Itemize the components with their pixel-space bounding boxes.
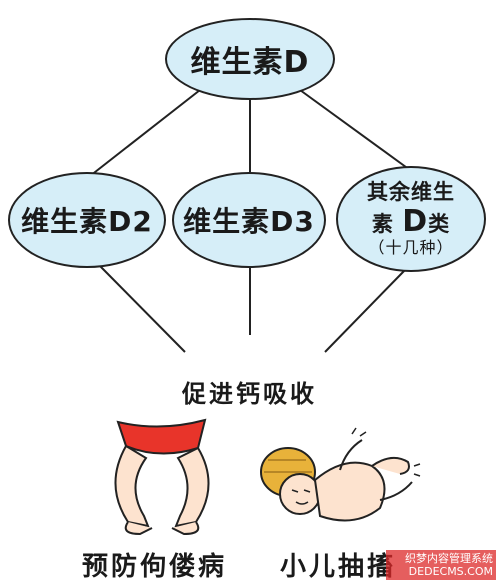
infant-seizure-caption: 小儿抽搐 [280, 552, 397, 582]
node-other-line2: 素 D类 [371, 203, 451, 239]
calcium-absorption-label: 促进钙吸收 [182, 380, 317, 408]
connector-root-other [299, 89, 411, 171]
node-other-line1: 其余维生 [367, 180, 455, 205]
baby-seizure-illustration [260, 427, 421, 522]
node-vitamin-d3-label: 维生素D3 [183, 205, 315, 238]
node-vitamin-d3: 维生素D3 [172, 172, 326, 268]
left-leg [114, 444, 150, 528]
rickets-prevention-caption: 预防佝偻病 [82, 552, 228, 582]
watermark-line1: 织梦内容管理系统 [405, 552, 493, 565]
node-vitamin-d: 维生素D [165, 18, 335, 100]
watermark: 织梦内容管理系统 DEDECMS.COM [386, 550, 496, 580]
baby-leg-2 [379, 481, 413, 501]
baby-leg-1 [371, 456, 410, 475]
bowed-legs-illustration [114, 418, 210, 536]
tremor-mark-2 [413, 463, 421, 477]
connector-d2-center [99, 265, 186, 353]
connector-other-center [324, 269, 406, 353]
node-vitamin-d2-label: 维生素D2 [21, 205, 153, 238]
legs-underwear [116, 418, 207, 455]
node-other-line3: （十几种） [368, 238, 454, 258]
watermark-line2: DEDECMS.COM [408, 565, 493, 578]
connector-root-d2 [89, 89, 201, 177]
node-vitamin-d2: 维生素D2 [8, 172, 166, 268]
tremor-mark-1 [351, 427, 367, 437]
right-leg [174, 446, 210, 528]
node-vitamin-d-label: 维生素D [190, 45, 310, 80]
right-foot [171, 521, 200, 536]
node-other-vitamin-d: 其余维生 素 D类 （十几种） [336, 166, 486, 272]
left-foot [124, 521, 153, 536]
baby-arm [339, 439, 363, 471]
baby-body [313, 461, 386, 522]
